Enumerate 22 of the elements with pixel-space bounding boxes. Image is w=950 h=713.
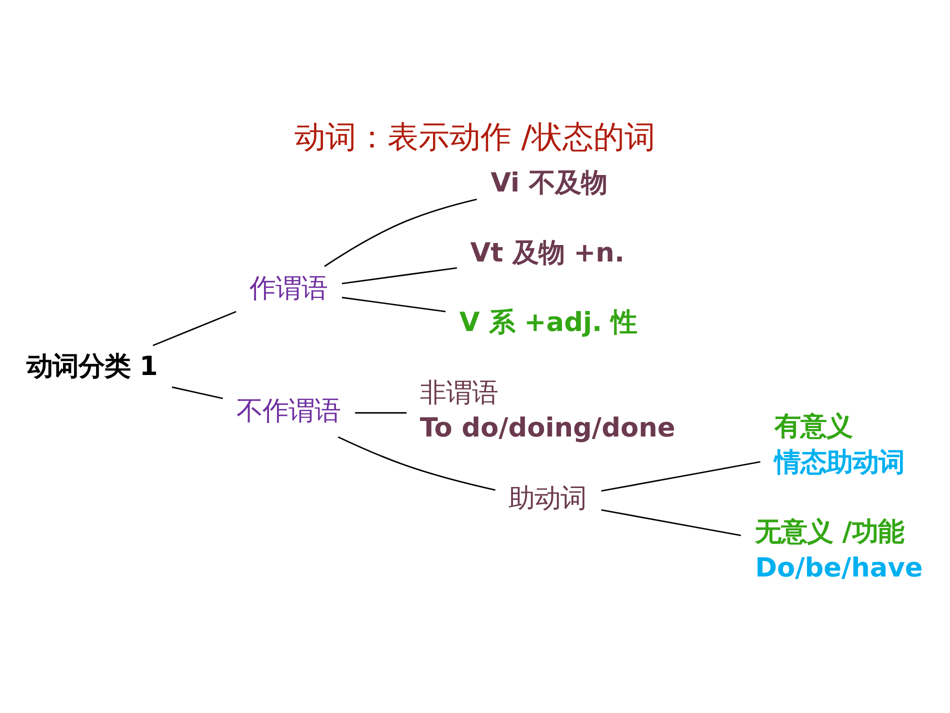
connector [355, 412, 407, 414]
node-label: 情态助动词 [774, 448, 904, 478]
connector [601, 461, 760, 492]
connector [172, 386, 223, 400]
connector [342, 267, 458, 284]
node-text: 有意义 [774, 412, 852, 442]
node-text: 动词分类 1 [26, 352, 158, 382]
connector [338, 436, 496, 491]
node-label: Do/be/have [755, 554, 923, 584]
node-text: Vt 及物 +n. [470, 238, 624, 268]
connector [342, 296, 446, 312]
node-text: 不作谓语 [236, 396, 340, 427]
node-text: V 系 +adj. 性 [459, 308, 638, 338]
connector [152, 310, 236, 346]
connector [324, 198, 477, 267]
diagram-title: 动词：表示动作 /状态的词 [294, 120, 656, 156]
node-text: 无意义 /功能 [755, 518, 904, 548]
connector [601, 509, 741, 536]
node-text: 助动词 [508, 484, 587, 514]
node-text: 作谓语 [249, 274, 328, 304]
node-text: 非谓语 To do/doing/done [420, 378, 676, 444]
node-text: Vi 不及物 [490, 168, 607, 199]
